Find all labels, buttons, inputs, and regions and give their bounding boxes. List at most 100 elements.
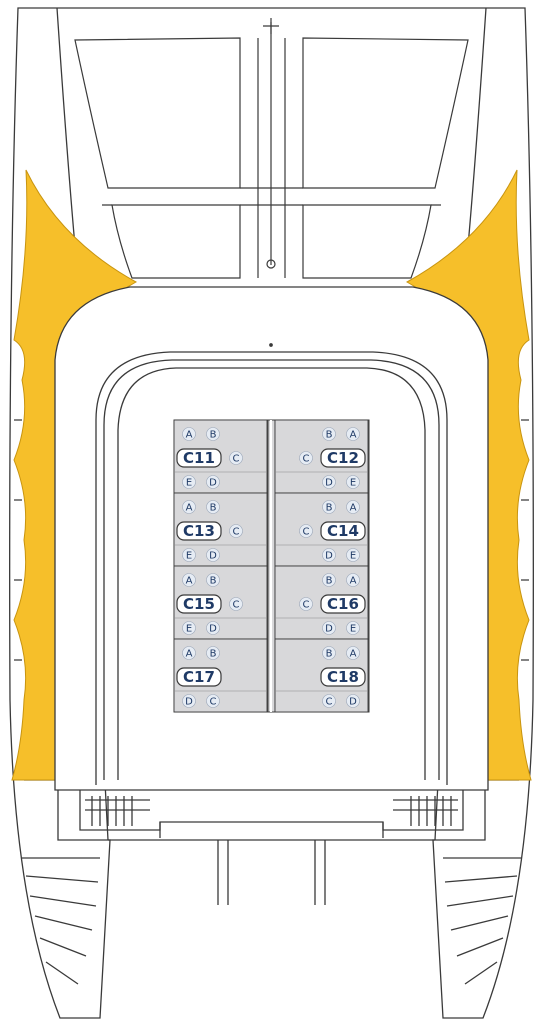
seat-c14-b-circle (322, 500, 336, 514)
seat-c11-e[interactable]: E (186, 478, 192, 489)
cabin-label-pill (176, 667, 222, 687)
right-hull-outline (432, 7, 534, 1019)
seat-c11-d[interactable]: D (209, 478, 217, 489)
seat-c12-d-circle (322, 475, 336, 489)
seat-c15-e-circle (182, 621, 196, 635)
seat-c12-e[interactable]: E (350, 478, 356, 489)
seat-c15-b-circle (206, 573, 220, 587)
seat-c13-a[interactable]: A (186, 503, 193, 514)
seat-c13-e-circle (182, 548, 196, 562)
seat-c18-c[interactable]: C (326, 697, 333, 708)
seat-c17-b-circle (206, 646, 220, 660)
seat-c12-a[interactable]: A (350, 430, 357, 441)
seat-c17-c[interactable]: C (210, 697, 217, 708)
seat-c11-c[interactable]: C (233, 454, 240, 465)
cabin-label: C11 (183, 449, 215, 467)
seat-c16-e-circle (346, 621, 360, 635)
left-hull-outline (9, 7, 111, 1019)
seat-c16-b[interactable]: B (326, 576, 333, 587)
seat-c12-b-circle (322, 427, 336, 441)
seat-c17-a[interactable]: A (186, 649, 193, 660)
seat-c13-e[interactable]: E (186, 551, 192, 562)
seat-c15-d[interactable]: D (209, 624, 217, 635)
seat-c15-a-circle (182, 573, 196, 587)
seat-c14-e-circle (346, 548, 360, 562)
seat-c17-d-circle (182, 694, 196, 708)
seat-c16-a[interactable]: A (350, 576, 357, 587)
seat-c16-e[interactable]: E (350, 624, 356, 635)
seat-c14-d[interactable]: D (325, 551, 333, 562)
seat-c17-a-circle (182, 646, 196, 660)
seat-c11-b[interactable]: B (210, 430, 217, 441)
seat-c15-c-circle (229, 597, 243, 611)
seat-c12-d[interactable]: D (325, 478, 333, 489)
cabin-c14[interactable]: B A C14 C D E (274, 492, 369, 567)
seat-c16-b-circle (322, 573, 336, 587)
seat-c11-a-circle (182, 427, 196, 441)
cabin-label: C15 (183, 595, 215, 613)
seat-c18-b-circle (322, 646, 336, 660)
cabin-inner-outline (95, 351, 448, 785)
seat-c14-d-circle (322, 548, 336, 562)
seat-c14-b[interactable]: B (326, 503, 333, 514)
seat-c17-d[interactable]: D (185, 697, 193, 708)
seat-c12-a-circle (346, 427, 360, 441)
seat-c12-c-circle (299, 451, 313, 465)
seat-c12-b[interactable]: B (326, 430, 333, 441)
seat-c16-c-circle (299, 597, 313, 611)
seat-c13-d[interactable]: D (209, 551, 217, 562)
seat-c18-d[interactable]: D (349, 697, 357, 708)
seat-c13-a-circle (182, 500, 196, 514)
cabin-label-pill (176, 521, 222, 541)
seat-c16-c[interactable]: C (303, 600, 310, 611)
seat-c18-a[interactable]: A (350, 649, 357, 660)
seat-c15-b[interactable]: B (210, 576, 217, 587)
cabin-label-pill (320, 448, 366, 468)
seat-c13-d-circle (206, 548, 220, 562)
seat-c17-c-circle (206, 694, 220, 708)
cabin-c11[interactable]: A B C11 C E D (173, 419, 268, 494)
seat-c11-d-circle (206, 475, 220, 489)
seat-c14-c[interactable]: C (303, 527, 310, 538)
cabin-label: C17 (183, 668, 215, 686)
seat-c16-d[interactable]: D (325, 624, 333, 635)
left-stern-steps (22, 857, 100, 985)
seat-c13-c-circle (229, 524, 243, 538)
seat-c14-a[interactable]: A (350, 503, 357, 514)
cabin-c15[interactable]: A B C15 C E D (173, 565, 268, 640)
cabin-label-pill (320, 521, 366, 541)
cabin-label-pill (320, 594, 366, 614)
seat-c13-b[interactable]: B (210, 503, 217, 514)
seat-c17-b[interactable]: B (210, 649, 217, 660)
cabin-label: C18 (327, 668, 359, 686)
seat-c14-e[interactable]: E (350, 551, 356, 562)
seat-c16-d-circle (322, 621, 336, 635)
forward-deck (57, 7, 486, 279)
seat-c11-c-circle (229, 451, 243, 465)
cabin-c13[interactable]: A B C13 C E D (173, 492, 268, 567)
seat-c13-c[interactable]: C (233, 527, 240, 538)
right-stern-steps (443, 857, 521, 985)
cabin-label: C13 (183, 522, 215, 540)
seat-c14-c-circle (299, 524, 313, 538)
cabin-label-pill (176, 594, 222, 614)
seat-c15-e[interactable]: E (186, 624, 192, 635)
cabin-label: C14 (327, 522, 359, 540)
seat-c11-a[interactable]: A (186, 430, 193, 441)
cabin-label: C12 (327, 449, 359, 467)
seat-c18-a-circle (346, 646, 360, 660)
cabin-label-pill (320, 667, 366, 687)
seat-c11-b-circle (206, 427, 220, 441)
seat-c15-c[interactable]: C (233, 600, 240, 611)
seat-c18-b[interactable]: B (326, 649, 333, 660)
cabin-c12[interactable]: B A C12 C D E (274, 419, 369, 494)
seat-c15-a[interactable]: A (186, 576, 193, 587)
seat-c13-b-circle (206, 500, 220, 514)
seat-c16-a-circle (346, 573, 360, 587)
seat-c12-c[interactable]: C (303, 454, 310, 465)
